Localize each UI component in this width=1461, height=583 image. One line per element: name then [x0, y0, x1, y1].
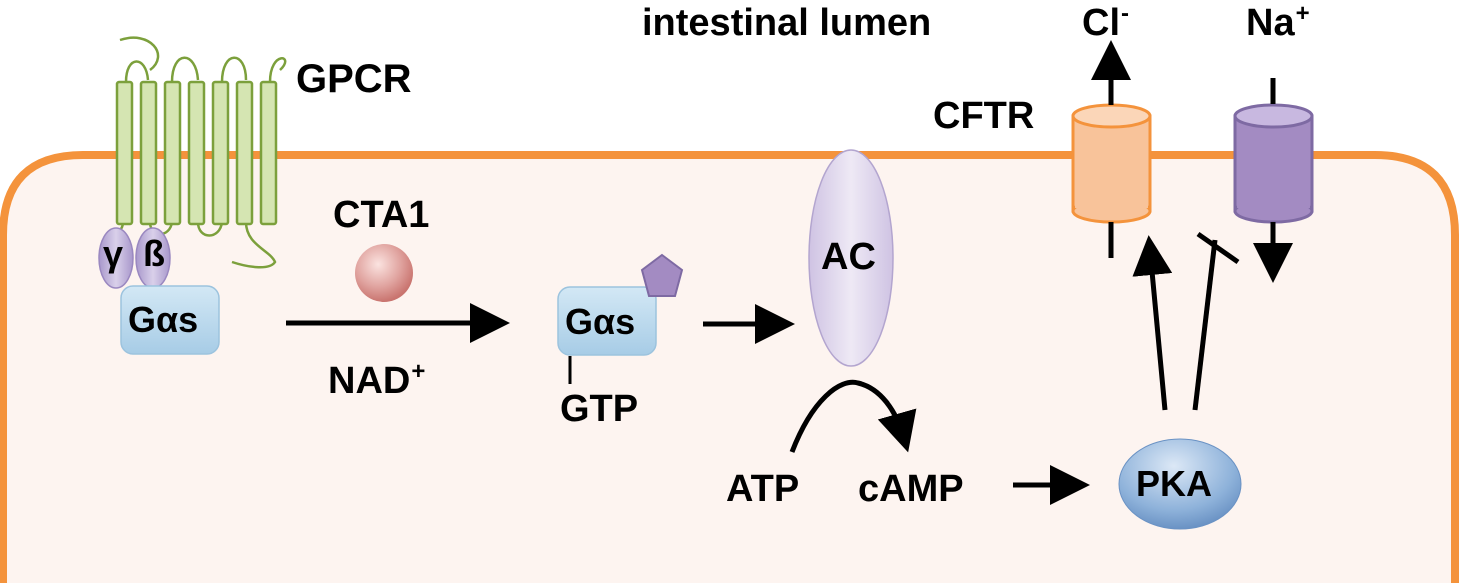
gamma-subunit — [98, 227, 134, 289]
na-ion-label: Na+ — [1246, 2, 1310, 44]
cl-ion-label: Cl- — [1082, 2, 1129, 44]
beta-label: ß — [143, 233, 165, 274]
cta1-sphere — [355, 244, 413, 302]
galpha-s-label-right: Gαs — [565, 301, 636, 342]
gpcr-helix-2 — [139, 80, 158, 226]
galpha-s-inactive — [120, 285, 220, 355]
atp-to-camp-curve — [789, 379, 917, 453]
gpcr-helix-4 — [187, 80, 206, 226]
nad-label: NAD+ — [328, 360, 425, 402]
gpcr-receptor — [107, 36, 287, 269]
cftr-channel — [1071, 103, 1152, 224]
lumen-label: intestinal lumen — [642, 2, 932, 44]
na-superscript: + — [1295, 0, 1310, 27]
gpcr-helix-6 — [235, 80, 254, 226]
gpcr-helix-3 — [163, 80, 182, 226]
enac-channel — [1233, 103, 1314, 224]
camp-label: cAMP — [858, 468, 964, 510]
gpcr-helix-7 — [259, 80, 278, 226]
na-text: Na — [1246, 2, 1295, 44]
cl-superscript: - — [1121, 0, 1129, 27]
nad-superscript: + — [411, 358, 426, 385]
cl-text: Cl — [1082, 2, 1120, 44]
pka-label: PKA — [1136, 463, 1213, 504]
cta1-label: CTA1 — [333, 194, 430, 236]
galpha-s-label-left: Gαs — [128, 299, 199, 340]
galpha-s-active — [557, 286, 657, 356]
inhibition-bar — [1196, 231, 1240, 265]
cftr-label: CFTR — [933, 95, 1035, 137]
ac-label: AC — [821, 236, 876, 278]
atp-label: ATP — [726, 468, 800, 510]
pka-inhibits-enac-line — [1192, 239, 1218, 411]
adenylate-cyclase — [808, 149, 894, 367]
gpcr-helix-5 — [211, 80, 230, 226]
gpcr-helix-1 — [115, 80, 134, 226]
gamma-label: γ — [103, 233, 124, 274]
pka-ellipse — [1118, 438, 1242, 530]
nad-text: NAD — [328, 360, 411, 402]
pka-activates-cftr-arrow — [1132, 235, 1173, 411]
adp-ribose-pentagon — [640, 253, 684, 297]
gpcr-label: GPCR — [296, 57, 412, 101]
gtp-label: GTP — [560, 388, 639, 430]
